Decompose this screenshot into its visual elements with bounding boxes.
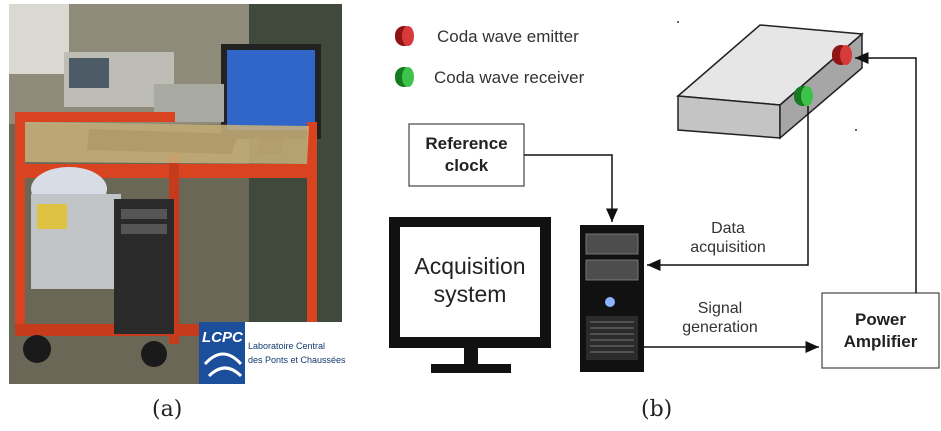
emitter-legend-label: Coda wave emitter bbox=[437, 27, 579, 46]
power-amplifier-label: Power Amplifier bbox=[843, 310, 918, 351]
receiver-on-block bbox=[794, 86, 813, 106]
reference-clock-label: Reference clock bbox=[425, 134, 508, 175]
amplifier-to-emitter-arrow bbox=[855, 52, 917, 293]
clock-to-pc-arrow bbox=[524, 154, 618, 222]
caption-b: (b) bbox=[641, 397, 673, 422]
pc-tower bbox=[580, 225, 644, 372]
receiver-to-pc-arrow bbox=[647, 106, 809, 271]
measurement-cart-photo: LCPC bbox=[9, 4, 342, 384]
emitter-on-block bbox=[832, 45, 852, 65]
logo-mark: LCPC bbox=[202, 329, 244, 346]
receiver-legend-icon bbox=[395, 67, 414, 87]
reference-clock-box bbox=[408, 123, 525, 187]
emitter-legend-icon bbox=[395, 26, 414, 46]
signal-generation-label: Signal generation bbox=[682, 300, 758, 336]
caption-a: (a) bbox=[152, 397, 183, 422]
acquisition-monitor bbox=[389, 217, 551, 373]
logo-line-2: des Ponts et Chaussées bbox=[248, 355, 346, 365]
acquisition-system-label: Acquisition system bbox=[414, 253, 526, 307]
data-acquisition-label: Data acquisition bbox=[690, 220, 766, 256]
receiver-legend-label: Coda wave receiver bbox=[434, 68, 585, 87]
concrete-block bbox=[676, 24, 864, 140]
logo-line-1: Laboratoire Central bbox=[248, 341, 326, 351]
power-amplifier-box bbox=[821, 292, 940, 369]
